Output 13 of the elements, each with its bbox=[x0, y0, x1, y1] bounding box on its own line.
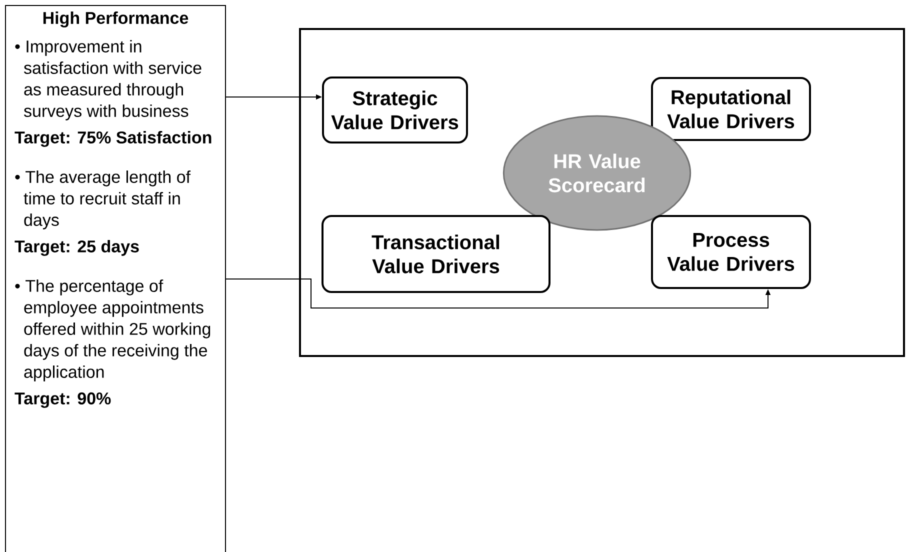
target-text: Target: 25 days bbox=[14, 240, 139, 256]
frame-box bbox=[299, 28, 905, 357]
heading: High Performance bbox=[43, 12, 188, 28]
driver-box: Process Value Drivers bbox=[651, 215, 811, 289]
target-text: Target: 90% bbox=[14, 392, 111, 408]
bullet-text: • Improvement in satisfaction with service as measured through surveys with business bbox=[15, 40, 202, 120]
bullet-text: • The average length of time to recruit staff in days bbox=[15, 170, 191, 230]
bullet-text: • The percentage of employee appointments offered within 25 working days of the receiving the application bbox=[15, 280, 210, 382]
driver-box: Reputational Value Drivers bbox=[651, 77, 811, 141]
measures-panel bbox=[5, 5, 226, 552]
driver-box: Transactional Value Drivers bbox=[322, 215, 550, 293]
driver-box: Strategic Value Drivers bbox=[322, 76, 468, 144]
target-text: Target: 75% Satisfaction bbox=[14, 131, 212, 147]
